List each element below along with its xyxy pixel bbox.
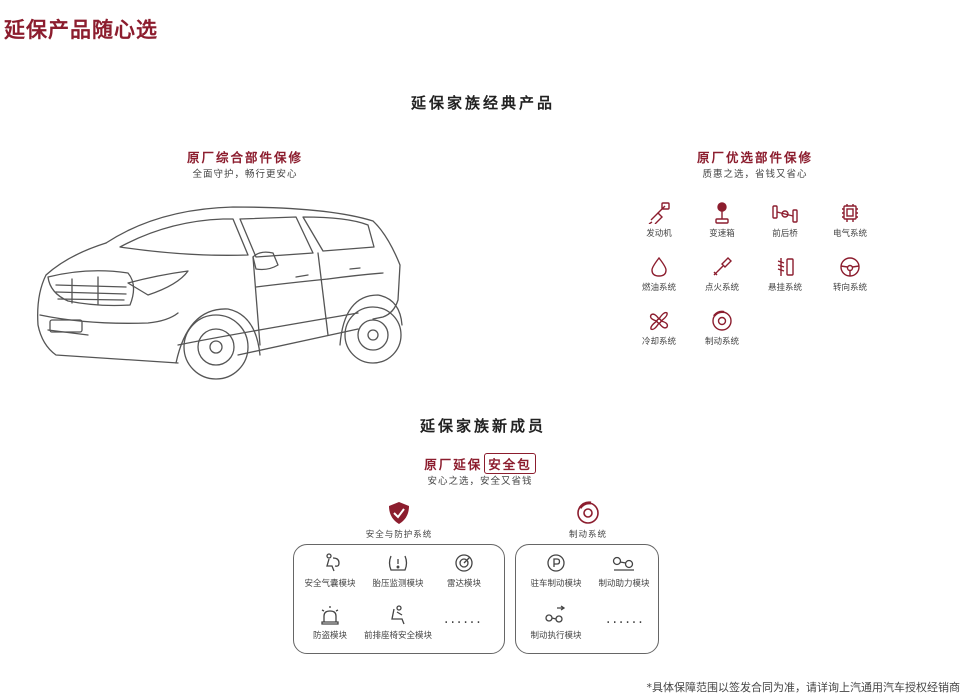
safety-modules-box: 安全气囊模块 胎压监测模块 雷达模块 防盗模块 前排座椅安全模块 ······ [293,544,505,654]
brake-group-title: 制动系统 [568,530,607,540]
brake-more-ellipsis: ······ [606,615,645,631]
fuel-drop-icon [651,256,667,277]
preferred-title: 原厂优选部件保修 [696,150,813,165]
part-suspension: 悬挂系统 [755,256,815,293]
part-label: 点火系统 [704,283,739,293]
part-cooling: 冷却系统 [629,310,689,347]
part-axle: 前后桥 [755,202,815,239]
part-ignition: 点火系统 [692,256,752,293]
safety-package-title: 原厂延保安全包 [380,453,580,474]
suv-illustration [37,206,403,380]
safety-package-badge: 安全包 [484,453,536,474]
preferred-desc: 质惠之选，省钱又省心 [702,169,808,180]
module-label: 安全气囊模块 [304,579,356,589]
disclaimer-footnote: *具体保障范围以签发合同为准，请详询上汽通用汽车授权经销商 [646,681,961,694]
safety-package-desc: 安心之选，安全又省钱 [427,476,533,487]
part-electrical: 电气系统 [820,202,880,239]
module-label: 制动助力模块 [598,579,650,589]
part-steering: 转向系统 [820,256,880,293]
alarm-icon [321,606,339,625]
brake-disc-icon [712,310,732,331]
safety-more-ellipsis: ······ [444,615,483,631]
gear-shifter-icon [715,202,729,224]
part-label: 前后桥 [772,229,798,239]
module-label: 驻车制动模块 [530,579,582,589]
spark-plug-icon [713,257,732,276]
module-brake-booster: 制动助力模块 [580,553,668,589]
comprehensive-title: 原厂综合部件保修 [186,150,303,165]
part-label: 变速箱 [709,229,735,239]
part-engine: 发动机 [629,202,689,239]
classic-section-title: 延保家族经典产品 [410,94,555,112]
brake-booster-icon [612,556,634,571]
module-label: 胎压监测模块 [372,579,424,589]
module-parking-brake: 驻车制动模块 [512,553,600,589]
module-airbag: 安全气囊模块 [286,553,374,589]
module-anti-theft: 防盗模块 [286,605,374,641]
brake-group-icon [577,501,599,524]
shield-check-icon [389,502,409,524]
module-label: 雷达模块 [446,579,481,589]
safety-package-title-prefix: 原厂延保 [424,457,483,472]
part-label: 冷却系统 [641,337,676,347]
part-label: 悬挂系统 [767,283,802,293]
airbag-icon [326,553,340,572]
axle-icon [772,205,798,223]
part-label: 电气系统 [832,229,867,239]
suspension-icon [777,258,794,276]
steering-wheel-icon [840,257,860,277]
part-label: 转向系统 [832,283,867,293]
page-title: 延保产品随心选 [4,18,158,42]
new-member-section-title: 延保家族新成员 [419,417,546,435]
parking-brake-icon [547,554,565,572]
module-tire-pressure: 胎压监测模块 [354,553,442,589]
part-label: 制动系统 [704,337,739,347]
module-label: 防盗模块 [312,631,347,641]
engine-icon [648,202,670,224]
safety-group-title: 安全与防护系统 [365,530,433,540]
radar-icon [455,554,473,572]
chip-icon [842,204,858,222]
module-label: 制动执行模块 [530,631,582,641]
part-brake: 制动系统 [692,310,752,347]
module-brake-actuator: 制动执行模块 [512,605,600,641]
part-label: 发动机 [646,229,672,239]
seat-icon [391,605,405,625]
part-transmission: 变速箱 [692,202,752,239]
brake-modules-box: 驻车制动模块 制动助力模块 制动执行模块 ······ [515,544,659,654]
tire-pressure-icon [388,555,408,571]
module-radar: 雷达模块 [420,553,508,589]
module-front-seat: 前排座椅安全模块 [354,605,442,641]
part-fuel: 燃油系统 [629,256,689,293]
cooling-fan-icon [649,311,669,331]
brake-actuator-icon [545,605,566,623]
comprehensive-desc: 全面守护，畅行更安心 [192,169,298,180]
part-label: 燃油系统 [641,283,676,293]
module-label: 前排座椅安全模块 [363,631,432,641]
